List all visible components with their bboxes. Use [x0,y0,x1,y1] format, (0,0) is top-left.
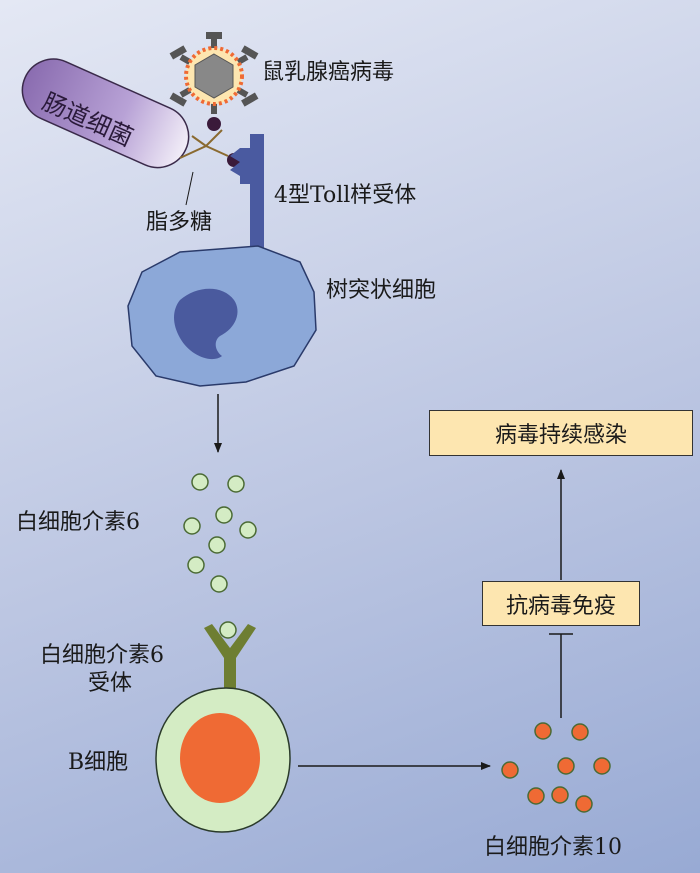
il6-label: 白细胞介素6 [16,510,140,535]
il10-particle [527,787,545,805]
il6-receptor-label-line2: 受体 [88,671,133,696]
il6-particle [208,536,226,554]
tlr4-label: 4型Toll样受体 [274,183,417,208]
dendritic-cell-label: 树突状细胞 [326,278,437,303]
il6-bound-particle [219,621,237,639]
il6-particle [210,575,228,593]
b-cell-nucleus [180,713,260,803]
antiviral-immunity-box: 抗病毒免疫 [482,581,640,626]
il6-particles [183,473,257,639]
b-cell-icon [155,687,291,833]
il10-particle [551,786,569,804]
il6-particle [187,556,205,574]
il6-particle [191,473,209,491]
il10-particle [557,757,575,775]
lipopolysaccharide-label: 脂多糖 [146,210,213,235]
inhibition-connector [549,633,573,718]
il6-particle [239,521,257,539]
il6-receptor-label-line1: 白细胞介素6 [40,643,164,668]
il10-particle [593,757,611,775]
persistent-infection-box: 病毒持续感染 [429,410,693,456]
lipopolysaccharide-icon [179,129,229,206]
gut-bacteria-icon [21,58,190,169]
dendritic-cell-icon [127,245,317,387]
b-cell-label: B细胞 [68,750,129,775]
il10-label: 白细胞介素10 [484,835,622,860]
il10-particles [501,722,611,813]
virus-icon [169,32,259,131]
virus-label: 鼠乳腺癌病毒 [262,60,395,85]
il10-particle [534,722,552,740]
tlr4-receptor-icon [230,134,264,254]
il10-particle [571,723,589,741]
il6-particle [215,506,233,524]
il6-particle [227,475,245,493]
il6-particle [183,517,201,535]
il10-particle [501,761,519,779]
il10-particle [575,795,593,813]
il6-receptor-icon [204,624,256,694]
